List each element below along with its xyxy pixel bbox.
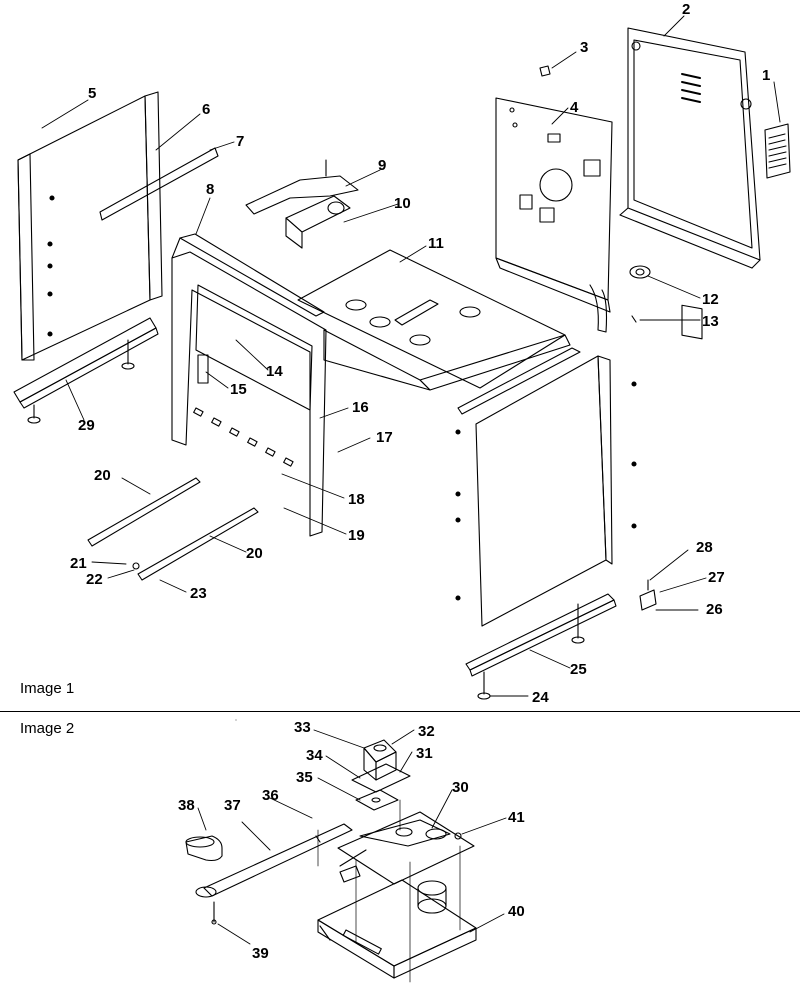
part-4-inner-rear-panel [495,97,613,333]
part-32-33-regulator [363,739,397,781]
part-9-10-valve-assembly [245,159,359,249]
callout-34: 34 [306,747,323,764]
part-11-base-pan [297,249,571,391]
part-37-arm [195,823,353,898]
callout-9: 9 [378,157,386,174]
callout-14: 14 [266,363,283,380]
callout-23: 23 [190,585,207,602]
callout-6: 6 [202,101,210,118]
callout-2: 2 [682,1,690,18]
right-side-panel [455,347,637,700]
part-40-base-bracket [317,879,477,979]
callout-17: 17 [376,429,393,446]
callout-18: 18 [348,491,365,508]
image2-leader-lines [197,719,507,945]
callout-35: 35 [296,769,313,786]
image1-callouts: 1 2 3 4 5 6 7 8 9 10 11 12 13 14 15 16 1… [70,1,770,706]
part-39-screw [211,901,217,925]
callout-37: 37 [224,797,241,814]
callout-39: 39 [252,945,269,962]
part-2-back-panel [619,27,761,340]
parts-26-28-bracket [639,579,657,611]
callout-13: 13 [702,313,719,330]
image2-alignment-lines [317,799,461,983]
callout-10: 10 [394,195,411,212]
callout-38: 38 [178,797,195,814]
part-1-louvred-plate [764,123,791,179]
left-side-panel [13,91,219,424]
part-13-screw [631,315,637,323]
image1-leader-lines [41,15,781,697]
panel-divider [0,711,800,712]
callout-36: 36 [262,787,279,804]
image-1-label: Image 1 [20,680,75,697]
callout-29: 29 [78,417,95,434]
callout-7: 7 [236,133,244,150]
callout-26: 26 [706,601,723,618]
callout-41: 41 [508,809,525,826]
callout-24: 24 [532,689,549,706]
callout-16: 16 [352,399,369,416]
callout-12: 12 [702,291,719,308]
callout-25: 25 [570,661,587,678]
part-8-16-front-frame [171,233,327,537]
callout-1: 1 [762,67,770,84]
callout-22: 22 [86,571,103,588]
callout-3: 3 [580,39,588,56]
callout-21: 21 [70,555,87,572]
callout-15: 15 [230,381,247,398]
callout-30: 30 [452,779,469,796]
callout-40: 40 [508,903,525,920]
part-34-plate [351,763,411,793]
parts-20-rails [87,477,259,581]
part-35-plate [355,789,399,811]
callout-28: 28 [696,539,713,556]
callout-27: 27 [708,569,725,586]
callout-5: 5 [88,85,96,102]
callout-20-upper: 20 [94,467,111,484]
image2-callouts: 30 31 32 33 34 35 36 37 38 39 40 41 [178,719,525,962]
motor [417,880,447,914]
image-2-label: Image 2 [20,720,75,737]
part-30-valve-bracket [337,811,475,885]
callout-20-lower: 20 [246,545,263,562]
part-3-clip [539,65,551,77]
callout-19: 19 [348,527,365,544]
callout-32: 32 [418,723,435,740]
part-41-screw [454,832,462,840]
callout-11: 11 [428,235,444,252]
callout-31: 31 [416,745,433,762]
callout-8: 8 [206,181,214,198]
part-38-knob [185,835,223,862]
callout-4: 4 [570,99,579,116]
part-12-bracket [629,265,651,279]
callout-33: 33 [294,719,311,736]
